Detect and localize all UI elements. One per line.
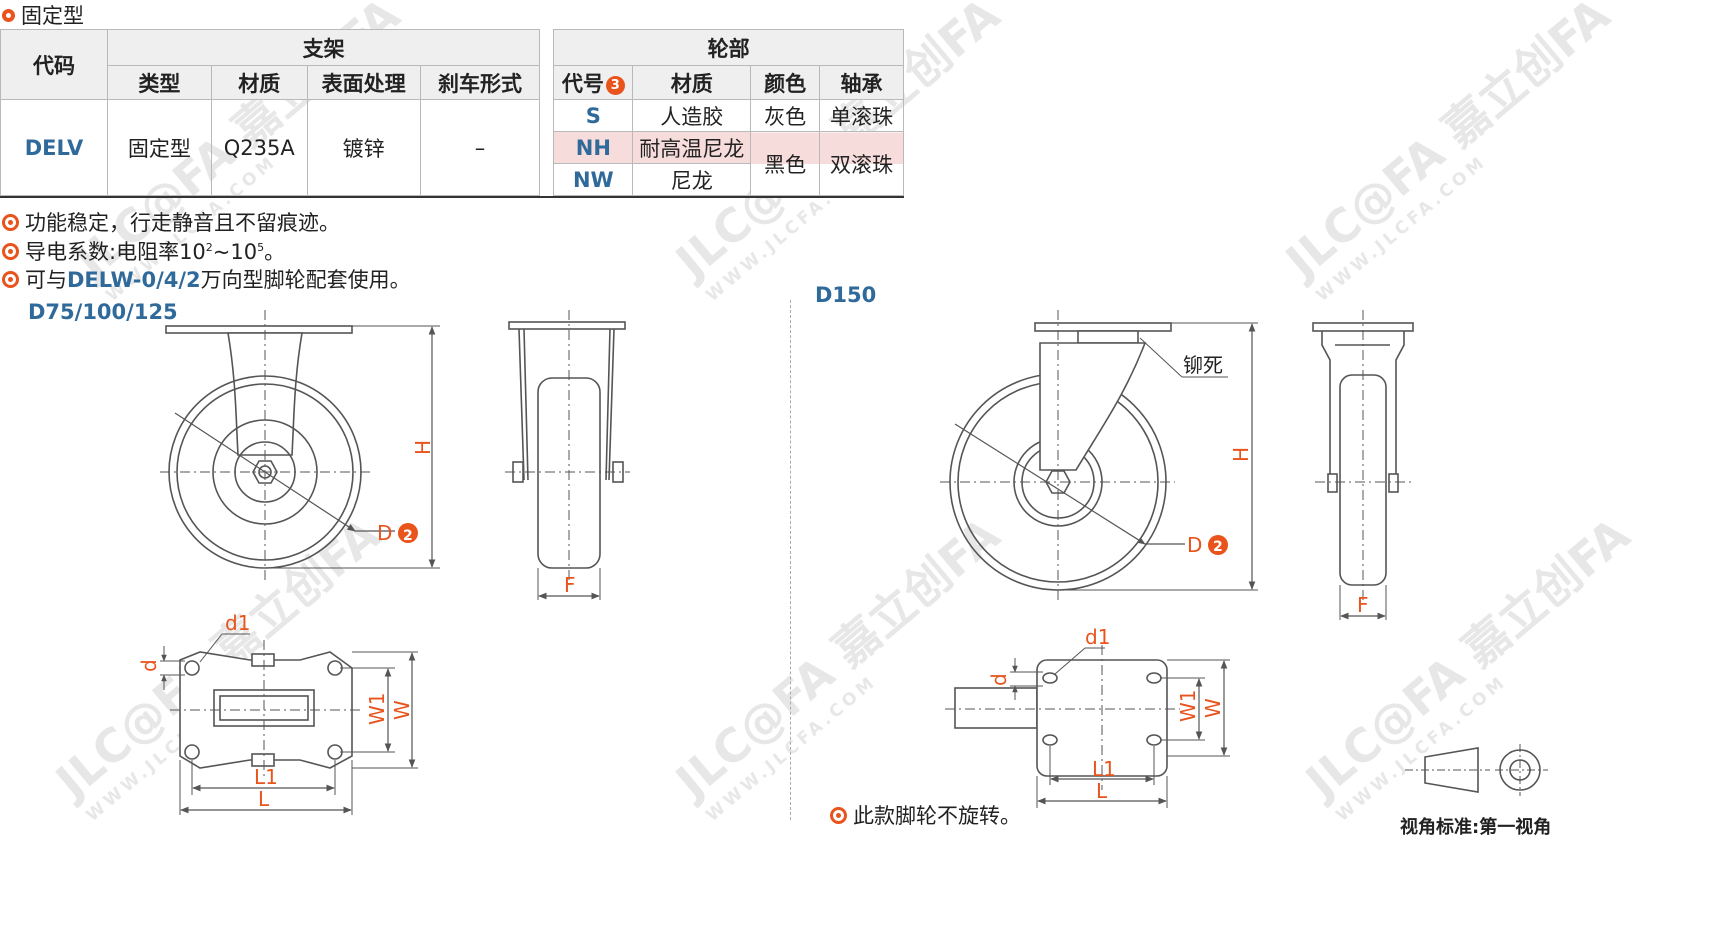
right-top-view	[945, 645, 1230, 808]
dim-W1-left: W1	[365, 693, 389, 726]
bullet-icon	[2, 213, 19, 231]
dim-L-right: L	[1096, 779, 1108, 803]
series-label-d150: D150	[815, 283, 877, 307]
dim-W-left: W	[390, 700, 414, 720]
sub-type: 类型	[106, 65, 212, 100]
badge-3-icon: 3	[605, 75, 625, 95]
dim-F-right: F	[1357, 593, 1369, 617]
dim-D-right: D	[1187, 533, 1202, 557]
dim-L1-right: L1	[1092, 757, 1116, 781]
badge-2-icon: 2	[403, 528, 413, 544]
left-top-view	[160, 633, 418, 815]
color-gray: 灰色	[750, 99, 821, 132]
header-bracket: 支架	[106, 29, 541, 66]
bullet-icon	[2, 270, 19, 288]
sub-surface: 表面处理	[306, 65, 421, 100]
bullet-icon	[830, 806, 847, 824]
dim-F-left: F	[564, 573, 576, 597]
projection-symbol-icon	[1405, 744, 1548, 796]
dim-D-left: D	[377, 521, 392, 545]
right-front-view	[940, 310, 1258, 600]
badge-2-icon: 2	[1213, 539, 1223, 555]
bullet-icon	[2, 242, 19, 260]
dim-L1-left: L1	[254, 765, 278, 789]
left-side-view	[505, 310, 630, 600]
dim-d-right: d	[987, 673, 1011, 686]
series-label-small: D75/100/125	[28, 300, 178, 324]
note-2: 导电系数:电阻率102~105。	[2, 236, 285, 266]
bearing-double: 双滚珠	[819, 131, 904, 196]
surface-value: 镀锌	[306, 99, 421, 196]
projection-label: 视角标准:第一视角	[1400, 817, 1552, 838]
color-black: 黑色	[750, 131, 821, 196]
sub-wheel-material: 材质	[632, 65, 752, 100]
material-value: Q235A	[210, 99, 308, 196]
code-value: DELV	[0, 99, 108, 196]
bearing-single: 单滚珠	[819, 99, 904, 132]
dim-H-right: H	[1229, 447, 1253, 462]
section-title: 固定型	[2, 0, 84, 30]
dim-d-left: d	[137, 659, 161, 672]
left-front-view	[160, 310, 440, 580]
sub-color: 颜色	[750, 65, 821, 100]
rivet-label: 铆死	[1183, 353, 1223, 377]
note-3: 可与DELW-0/4/2万向型脚轮配套使用。	[2, 264, 411, 294]
ring-bullet-icon	[2, 8, 15, 22]
sub-material: 材质	[210, 65, 308, 100]
sub-bearing: 轴承	[819, 65, 904, 100]
no-rotate-note: 此款脚轮不旋转。	[830, 800, 1021, 830]
wheel-material-nw: 尼龙	[632, 163, 752, 196]
brake-value: –	[419, 99, 541, 196]
type-value: 固定型	[106, 99, 212, 196]
divider	[790, 300, 791, 820]
table-bottom-rule	[0, 196, 904, 198]
right-side-view	[1312, 310, 1414, 620]
dim-W1-right: W1	[1176, 690, 1200, 723]
wheel-material-s: 人造胶	[632, 99, 752, 132]
wheel-code-nw: NW	[553, 163, 634, 196]
header-code: 代码	[0, 29, 108, 100]
note-1: 功能稳定，行走静音且不留痕迹。	[2, 207, 340, 237]
header-wheel: 轮部	[553, 29, 904, 66]
wheel-code-s: S	[553, 99, 634, 132]
dim-L-left: L	[258, 787, 270, 811]
dim-d1-left: d1	[225, 611, 250, 635]
wheel-material-nh: 耐高温尼龙	[632, 131, 752, 164]
dim-H-left: H	[411, 440, 435, 455]
dim-W-right: W	[1201, 698, 1225, 718]
dim-d1-right: d1	[1085, 625, 1110, 649]
sub-brake: 刹车形式	[419, 65, 541, 100]
